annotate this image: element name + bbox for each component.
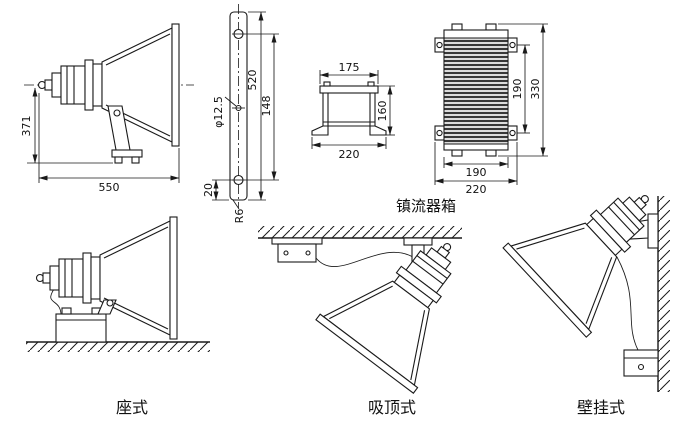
dim-175-group: 175: [319, 61, 379, 84]
dim-hole-dia: φ12.5: [212, 96, 225, 128]
ceiling-mount-view: [258, 207, 499, 394]
wall-hatching: [658, 196, 670, 392]
ballast-box-label: 镇流器箱: [396, 197, 456, 215]
floodlight-side-view: 371 550: [20, 23, 194, 194]
frame-bolt: [367, 81, 375, 87]
dim-371: 371: [20, 116, 33, 137]
dim-160-group: 160: [376, 85, 395, 136]
dim-330-group: 330: [498, 23, 548, 157]
dim-148-group: 148: [245, 33, 279, 181]
tilt-knob: [106, 299, 114, 307]
frame-foot-left: [311, 125, 329, 136]
leader-line: [224, 96, 237, 107]
caption-wall-mount: 壁挂式: [577, 398, 625, 417]
power-cable: [616, 256, 639, 351]
tilt-knob: [113, 109, 121, 117]
ballast-bottom-tab: [485, 149, 497, 157]
dim-330: 330: [529, 79, 542, 100]
base-box: [55, 313, 107, 343]
dim-520-group: 520: [246, 11, 266, 201]
frame-foot-right: [369, 125, 387, 136]
mount-foot: [131, 156, 140, 164]
caption-base-mount: 座式: [116, 398, 148, 417]
dim-520: 520: [246, 70, 259, 91]
mounting-strap-view: 520 148 φ12.5 20 R6: [202, 4, 279, 223]
junction-box: [277, 243, 317, 263]
mount-foot: [114, 156, 123, 164]
dim-20-group: 20: [202, 179, 233, 201]
ballast-fins: [443, 37, 509, 145]
dim-r6-group: R6: [232, 199, 246, 224]
ceiling-hatching: [258, 226, 462, 238]
ballast-top-tab: [485, 23, 497, 31]
base-bolt: [61, 307, 72, 315]
wall-mount-view: [502, 151, 690, 392]
ballast-box-view: 190 330 190 220 镇流器箱: [396, 23, 548, 215]
ballast-top-tab: [451, 23, 463, 31]
dim-20: 20: [202, 183, 215, 197]
captions: 座式 吸顶式 壁挂式: [116, 398, 625, 417]
ear-hole: [509, 129, 516, 137]
dim-hole-dia-group: φ12.5: [212, 96, 237, 128]
dim-190-width-group: 190: [443, 157, 509, 179]
ceiling-flange: [403, 237, 433, 246]
dim-175: 175: [339, 61, 360, 74]
dim-371-group: 371: [20, 87, 113, 164]
ground-hatching: [26, 342, 210, 352]
base-mount-view: [26, 216, 210, 352]
dim-r6: R6: [233, 209, 246, 224]
dim-190-holes-group: 190: [511, 44, 530, 134]
dim-220-mount: 220: [466, 183, 487, 196]
leader-line: [232, 199, 240, 210]
junction-box: [623, 349, 659, 377]
dim-190-holes: 190: [511, 79, 524, 100]
ballast-bottom-tab: [451, 149, 463, 157]
dim-550-group: 550: [38, 93, 180, 194]
power-cable: [50, 288, 62, 315]
yoke-frame-view: 175 160 220: [311, 61, 395, 161]
wall-plate: [647, 213, 659, 249]
power-cable: [315, 251, 414, 267]
ear-hole: [436, 41, 443, 49]
junction-box-screw: [305, 250, 311, 256]
dim-148: 148: [260, 96, 273, 117]
dim-220-frame: 220: [339, 148, 360, 161]
junction-box-screw: [637, 363, 645, 371]
junction-box-screw: [283, 250, 289, 256]
dim-190-width: 190: [466, 166, 487, 179]
ear-hole: [509, 41, 516, 49]
dim-220-frame-group: 220: [311, 137, 387, 161]
dim-160: 160: [376, 101, 389, 122]
dim-550: 550: [99, 181, 120, 194]
frame-top-bar: [319, 85, 379, 94]
caption-ceiling-mount: 吸顶式: [368, 398, 416, 417]
mount-base-plate: [111, 149, 143, 158]
dim-220-mount-group: 220: [434, 142, 518, 196]
floodlight-body: [37, 23, 180, 147]
frame-bolt: [323, 81, 331, 87]
ear-hole: [436, 129, 443, 137]
junction-box-plate: [271, 237, 323, 245]
